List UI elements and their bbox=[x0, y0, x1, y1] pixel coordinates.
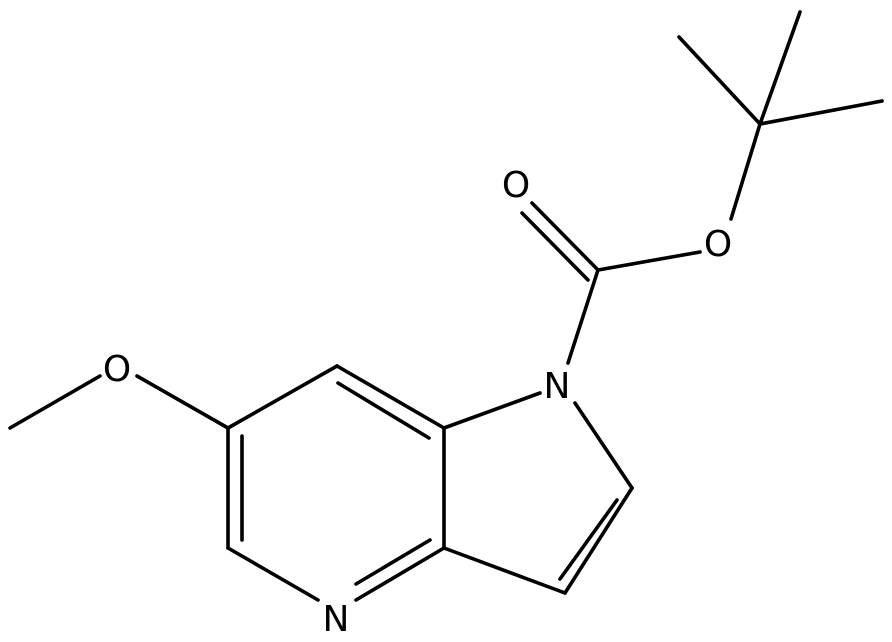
bond-c7a-n1 bbox=[442, 391, 542, 430]
atom-label-pyridine-nitrogen: N bbox=[323, 599, 350, 640]
bond-carbonyl-double-b bbox=[520, 211, 590, 282]
bond-ester-o-carbonyl-c bbox=[596, 250, 702, 272]
bond-tbu-c-me1 bbox=[677, 35, 762, 126]
atom-label-ester-oxygen: O bbox=[704, 224, 732, 265]
bond-carbonyl-c-n bbox=[566, 268, 600, 365]
bond-n1-c2 bbox=[573, 401, 634, 490]
bond-c3-c3a bbox=[442, 546, 567, 595]
bond-c7-c6 bbox=[226, 364, 339, 430]
bond-carbonyl-double-a bbox=[530, 201, 600, 272]
atom-label-pyrrole-nitrogen: N bbox=[544, 366, 571, 407]
bond-tbu-c-oxygen bbox=[729, 122, 762, 221]
bond-c2-c3 bbox=[563, 486, 634, 595]
bond-tbu-c-me2 bbox=[758, 10, 802, 126]
atom-label-methoxy-oxygen: O bbox=[103, 349, 131, 390]
bond-c7a-c7 bbox=[335, 364, 446, 430]
bond-methoxy-o-ch3 bbox=[8, 374, 102, 430]
bond-c7a-c7-inner bbox=[336, 381, 431, 440]
bond-c6-methoxy-o bbox=[135, 374, 230, 430]
atom-label-carbonyl-oxygen: O bbox=[502, 165, 530, 206]
bond-c5-n4 bbox=[226, 546, 320, 602]
bond-n4-c3a-inner bbox=[354, 538, 432, 586]
bond-n4-c3a bbox=[354, 546, 446, 602]
bond-c2-c3-inner bbox=[558, 498, 619, 581]
bond-tbu-c-me3 bbox=[758, 99, 884, 126]
